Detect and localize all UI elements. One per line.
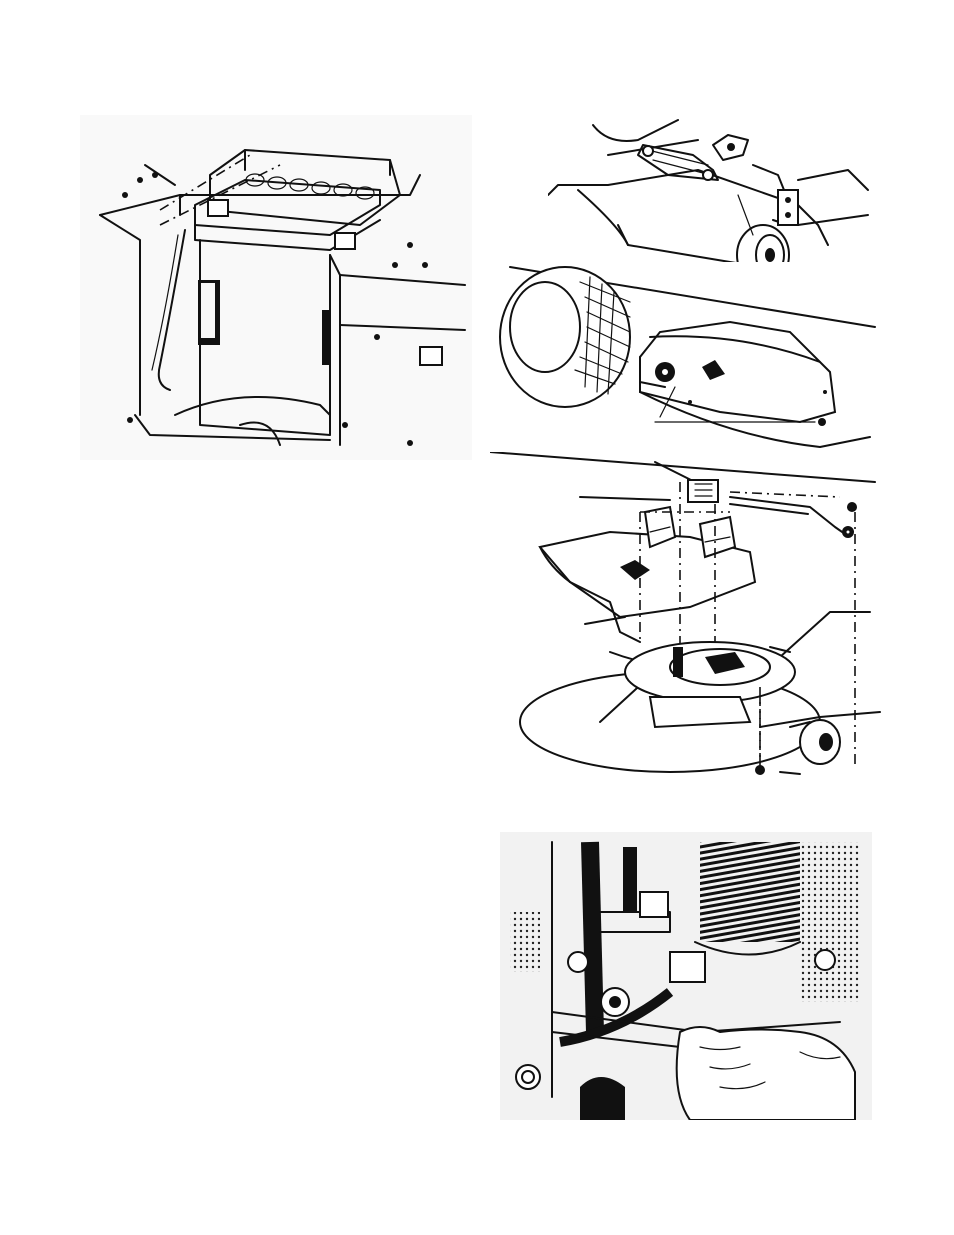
engine-photo-figure: [500, 832, 872, 1120]
chute-deck-diagram-icon: [490, 262, 880, 450]
battery-figure: [80, 115, 472, 460]
exploded-chute-diagram-icon: [490, 452, 890, 802]
exploded-chute-figure: [490, 452, 890, 802]
battery-diagram-icon: [80, 115, 472, 460]
chute-deck-figure: [490, 262, 880, 450]
engine-photo-icon: [500, 832, 872, 1120]
